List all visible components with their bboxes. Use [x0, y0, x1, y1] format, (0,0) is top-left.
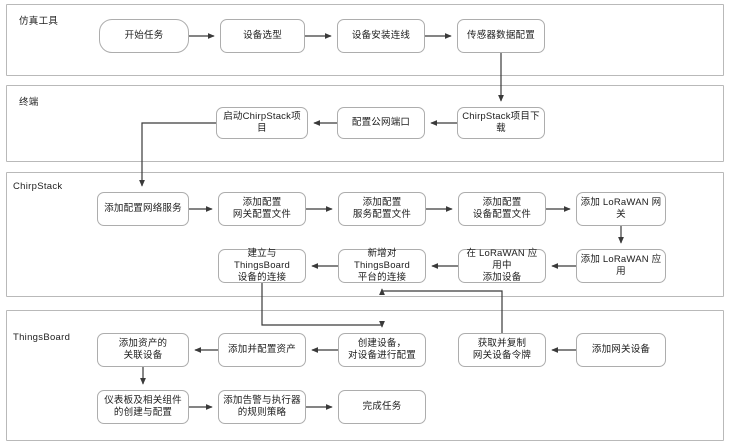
node-addasset[interactable]: 添加并配置资产: [218, 333, 306, 367]
node-label-line: 添加 LoRaWAN 网关: [580, 196, 662, 220]
node-label-line: 获取并复制: [477, 337, 527, 349]
node-devcfgfile[interactable]: 添加配置设备配置文件: [458, 192, 546, 226]
node-label-line: 添加网关设备: [591, 343, 651, 355]
node-label: 添加资产的关联设备: [101, 338, 185, 362]
node-label-line: 设备配置文件: [472, 209, 532, 220]
node-label: 开始任务: [103, 30, 185, 42]
node-label-line: 仪表板及相关组件: [104, 394, 182, 406]
node-label: 添加配置服务配置文件: [342, 197, 422, 221]
node-loraadddev[interactable]: 在 LoRaWAN 应用中添加设备: [458, 248, 546, 284]
node-label-line: 启动ChirpStack项目: [223, 110, 301, 134]
swimlane-label: 终端: [19, 97, 39, 108]
node-label-line: 新增对ThingsBoard: [353, 247, 411, 271]
node-label: 设备选型: [224, 30, 301, 42]
node-label-line: 对设备进行配置: [348, 350, 416, 361]
node-label-line: 网关设备令牌: [472, 350, 532, 361]
node-label-line: 添加并配置资产: [228, 343, 296, 355]
node-label-line: 添加配置: [362, 196, 402, 208]
node-assetlink[interactable]: 添加资产的关联设备: [97, 333, 189, 367]
swimlane-label: ThingsBoard: [13, 332, 71, 343]
node-label: ChirpStack项目下载: [461, 111, 541, 135]
node-label: 添加 LoRaWAN 应用: [580, 254, 662, 278]
node-csstart[interactable]: 启动ChirpStack项目: [216, 107, 308, 139]
node-label-line: 添加资产的: [118, 337, 168, 349]
swimlane-label: ChirpStack: [13, 181, 63, 192]
node-addgwdev[interactable]: 添加网关设备: [576, 333, 666, 367]
node-label: 仪表板及相关组件的创建与配置: [101, 395, 185, 419]
node-label-line: 的规则策略: [237, 407, 287, 418]
node-label-line: 建立与ThingsBoard: [233, 247, 291, 271]
node-label: 配置公网端口: [341, 117, 421, 129]
node-loragw[interactable]: 添加 LoRaWAN 网关: [576, 192, 666, 226]
node-netservice[interactable]: 添加配置网络服务: [97, 192, 189, 226]
node-label-line: ChirpStack项目下载: [462, 110, 540, 134]
node-label-line: 设备安装连线: [351, 29, 411, 41]
node-label-line: 服务配置文件: [352, 209, 412, 220]
swimlane-label: 仿真工具: [19, 16, 59, 27]
node-dashboard[interactable]: 仪表板及相关组件的创建与配置: [97, 390, 189, 424]
node-gwtoken[interactable]: 获取并复制网关设备令牌: [458, 333, 546, 367]
node-label-line: 添加配置: [482, 196, 522, 208]
node-label-line: 平台的连接: [357, 272, 407, 284]
node-start[interactable]: 开始任务: [99, 19, 189, 53]
node-svccfgfile[interactable]: 添加配置服务配置文件: [338, 192, 426, 226]
node-label-line: 创建设备，: [357, 337, 407, 349]
node-loraapp[interactable]: 添加 LoRaWAN 应用: [576, 249, 666, 283]
node-label: 获取并复制网关设备令牌: [462, 338, 542, 362]
node-devinstall[interactable]: 设备安装连线: [337, 19, 425, 53]
node-label: 添加配置网络服务: [101, 203, 185, 215]
node-label: 添加配置设备配置文件: [462, 197, 542, 221]
node-pubport[interactable]: 配置公网端口: [337, 107, 425, 139]
node-label-line: 传感器数据配置: [467, 29, 535, 41]
node-label: 添加网关设备: [580, 344, 662, 356]
node-sensorcfg[interactable]: 传感器数据配置: [457, 19, 545, 53]
node-label-line: 在 LoRaWAN 应用中: [466, 247, 538, 271]
node-label-line: 添加 LoRaWAN 应用: [580, 253, 662, 277]
node-finish[interactable]: 完成任务: [338, 390, 426, 424]
node-label: 创建设备，对设备进行配置: [342, 338, 422, 362]
node-label: 启动ChirpStack项目: [220, 111, 304, 135]
node-label-line: 配置公网端口: [351, 116, 411, 128]
node-devsel[interactable]: 设备选型: [220, 19, 305, 53]
node-label-line: 添加配置: [242, 196, 282, 208]
node-label: 添加并配置资产: [222, 344, 302, 356]
node-label-line: 的创建与配置: [113, 407, 173, 418]
node-gwcfgfile[interactable]: 添加配置网关配置文件: [218, 192, 306, 226]
node-label: 传感器数据配置: [461, 30, 541, 42]
node-label-line: 添加设备: [482, 272, 522, 284]
node-label-line: 设备的连接: [237, 272, 287, 284]
node-label: 设备安装连线: [341, 30, 421, 42]
node-label-line: 添加告警与执行器: [223, 394, 301, 406]
node-label-line: 开始任务: [124, 29, 164, 41]
node-label: 在 LoRaWAN 应用中添加设备: [462, 248, 542, 284]
node-createdev[interactable]: 创建设备，对设备进行配置: [338, 333, 426, 367]
node-label-line: 完成任务: [362, 400, 402, 412]
node-label: 完成任务: [342, 401, 422, 413]
node-csdownload[interactable]: ChirpStack项目下载: [457, 107, 545, 139]
node-label: 添加告警与执行器的规则策略: [222, 395, 302, 419]
node-alarmrule[interactable]: 添加告警与执行器的规则策略: [218, 390, 306, 424]
node-label-line: 添加配置网络服务: [104, 202, 182, 214]
node-label-line: 关联设备: [123, 350, 163, 361]
node-label: 添加 LoRaWAN 网关: [580, 197, 662, 221]
node-label: 添加配置网关配置文件: [222, 197, 302, 221]
node-label-line: 网关配置文件: [232, 209, 292, 220]
node-label-line: 设备选型: [243, 29, 282, 41]
